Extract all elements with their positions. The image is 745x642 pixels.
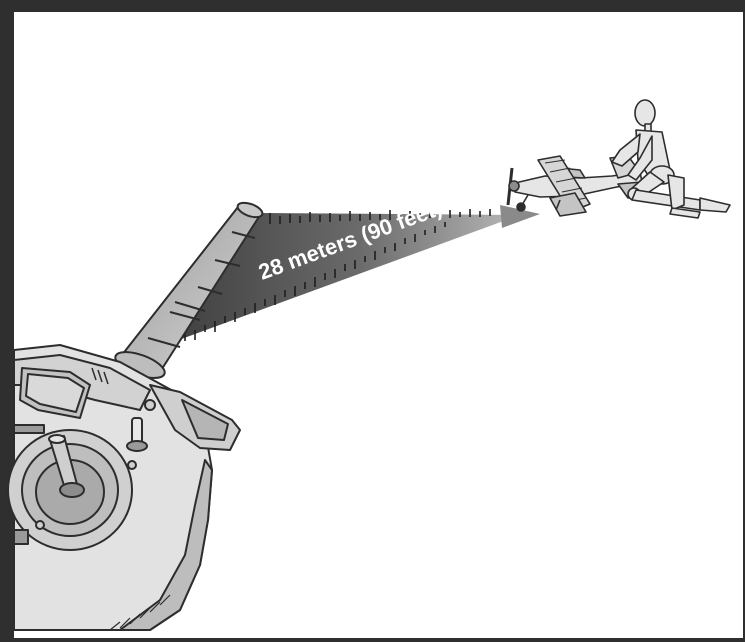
transmitter	[8, 345, 240, 630]
mannequin-figure	[612, 100, 730, 218]
